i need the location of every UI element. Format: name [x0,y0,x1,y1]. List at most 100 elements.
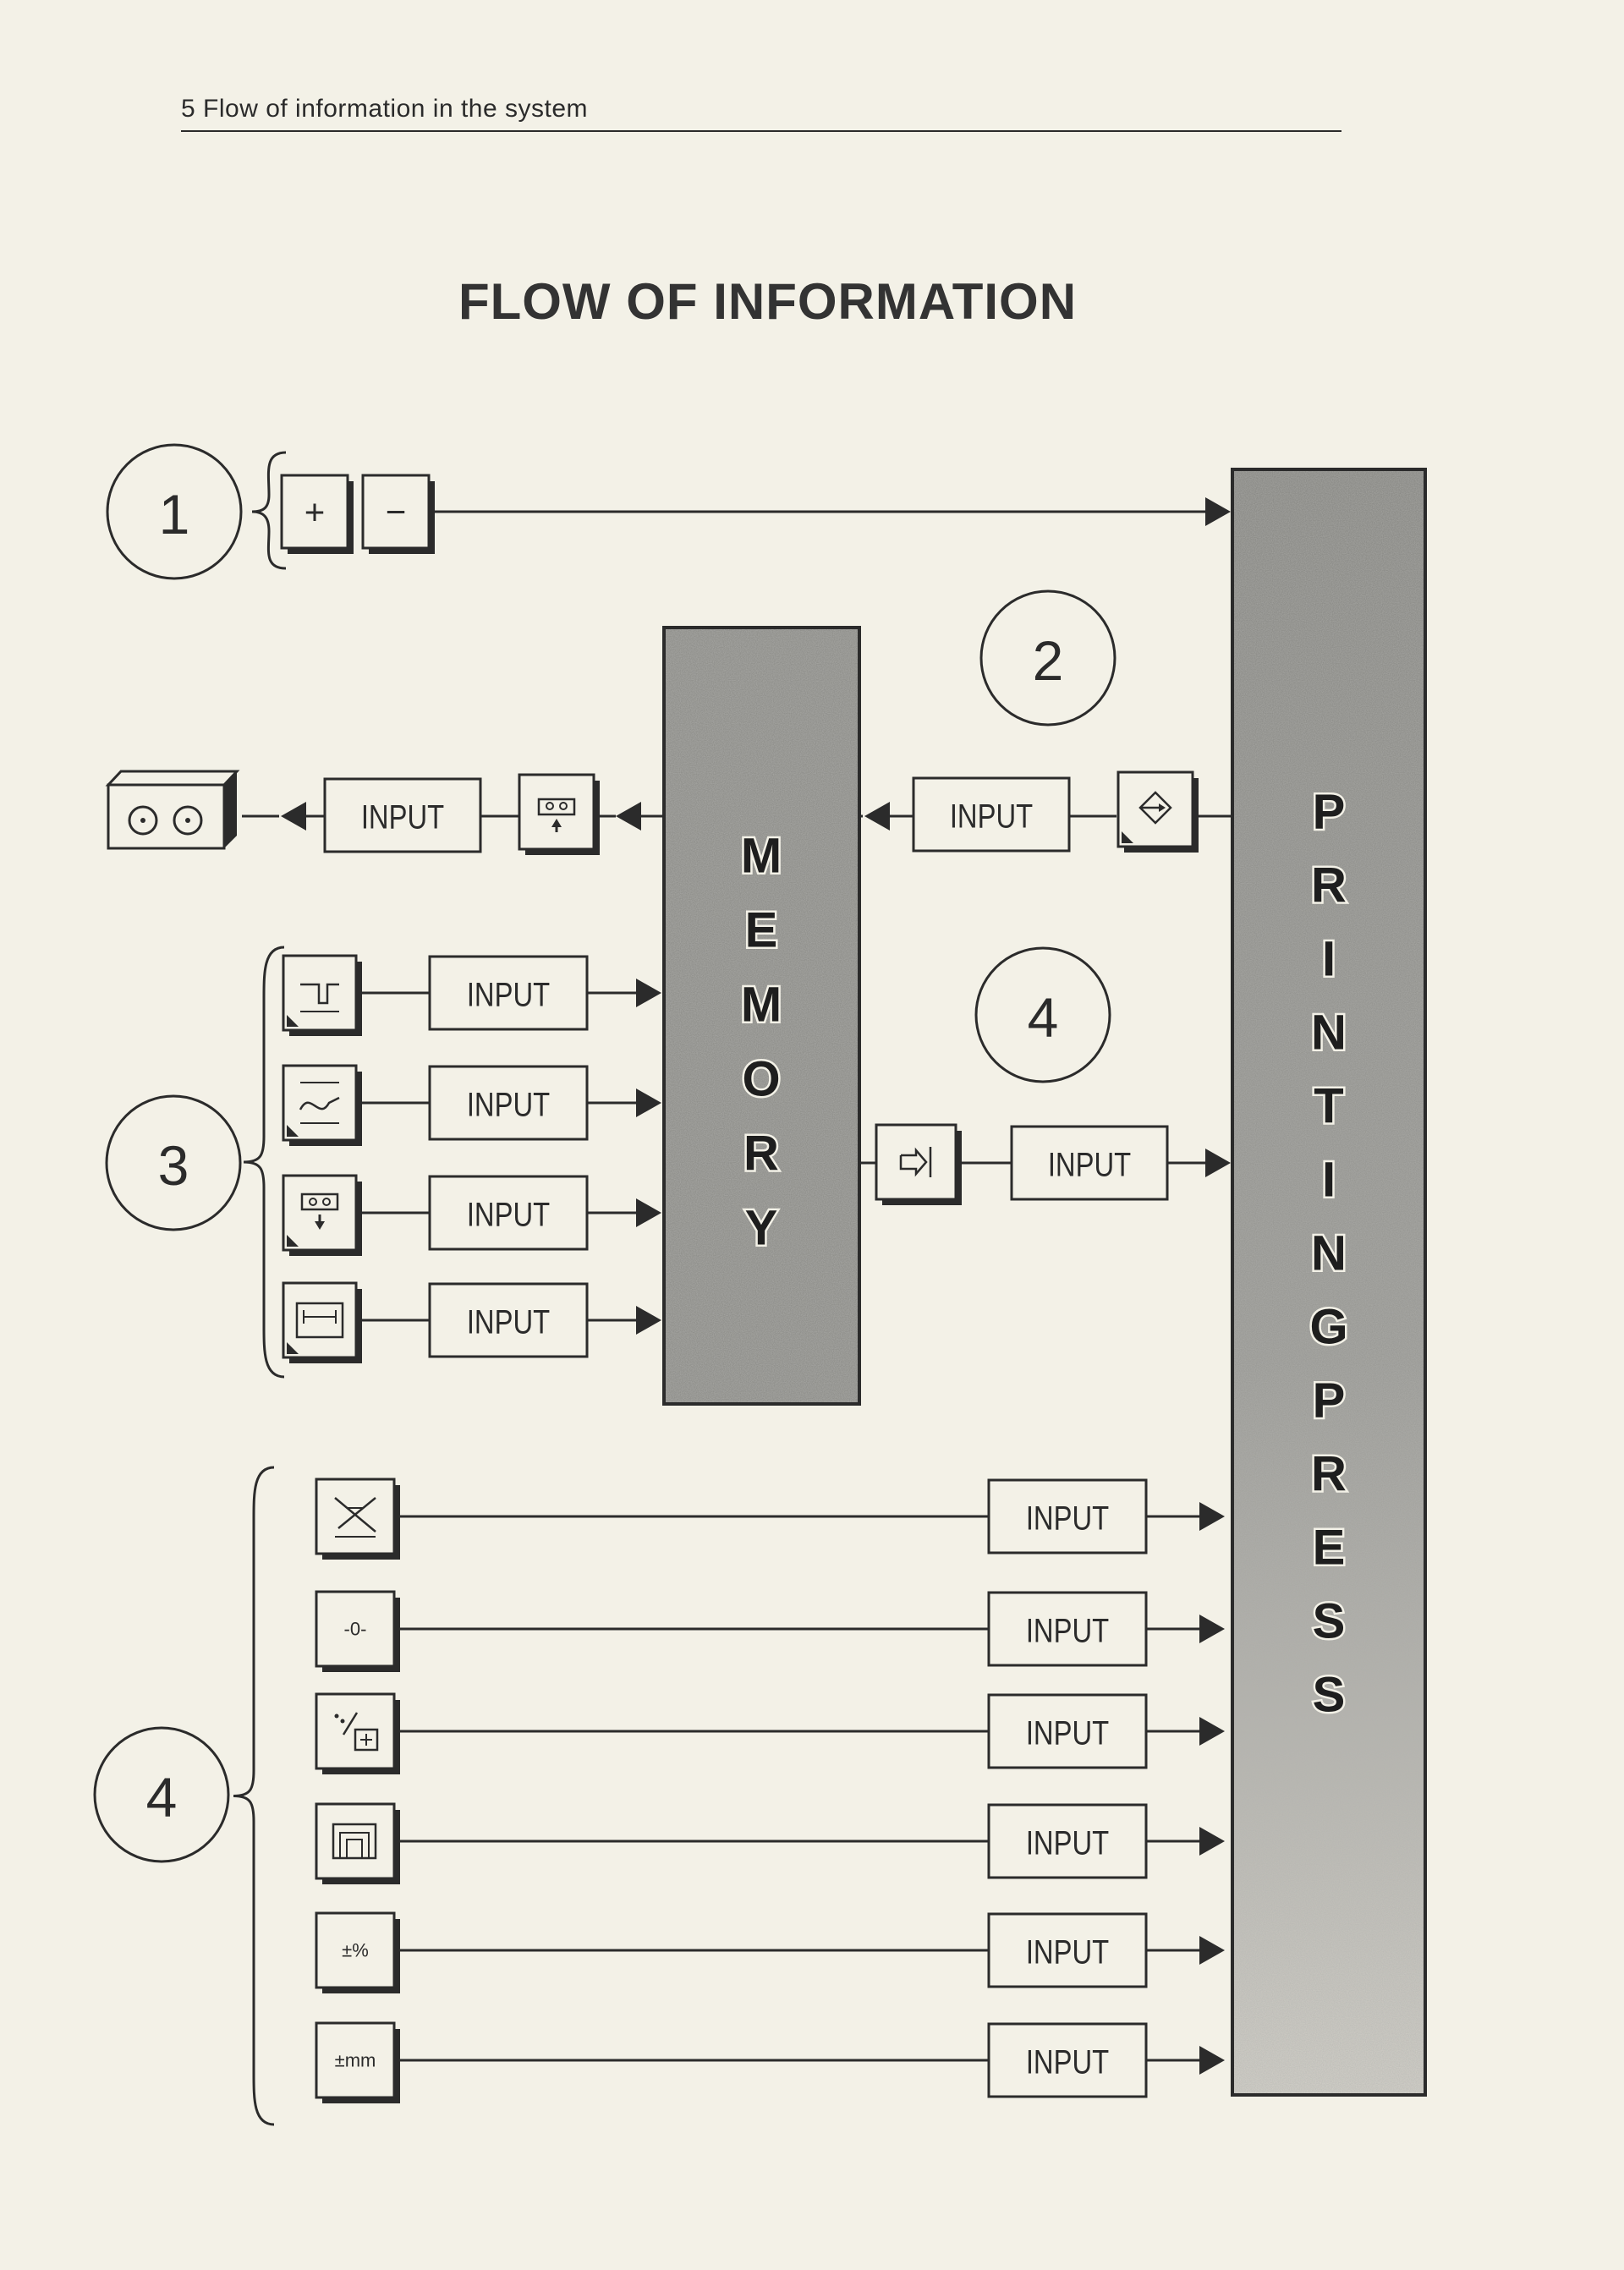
input-label: INPUT [1026,1933,1109,1971]
tape-down-icon[interactable] [282,1174,362,1256]
percent-icon[interactable]: ±% [315,1911,400,1993]
input-box [428,1175,589,1251]
group-4-input-block: INPUT [987,1591,1148,1667]
fraction-glyph [354,1728,379,1752]
tape-glyph [322,1198,331,1206]
out-glyph [899,1147,928,1177]
vertical-letter: T [1314,1079,1343,1134]
vertical-letter: E [1313,1521,1346,1576]
memory-out-icon[interactable] [875,1123,962,1205]
noink-glyph [337,1497,376,1529]
profile-icon[interactable] [282,954,362,1036]
read-input-block: INPUT [912,776,1071,853]
zero-icon[interactable]: -0- [315,1590,400,1672]
group-4-brace [233,1466,275,2126]
vertical-letter: M [741,978,782,1033]
vertical-letter: O [742,1052,780,1107]
plus-key-icon[interactable]: + [280,474,354,554]
corner-mark [287,1015,299,1027]
input-box [987,2022,1148,2098]
input-label: INPUT [1026,1714,1109,1752]
group-4-lower-marker: 4 [93,1726,230,1863]
cassette-hub [140,818,145,823]
mm-icon[interactable]: ±mm [315,2021,400,2103]
group-1-marker: 1 [106,443,243,580]
group-3-arrow [636,1306,661,1335]
corner-mark [287,1235,299,1247]
group-circle [93,1726,230,1863]
input-box [987,1693,1148,1769]
group-number: 4 [1028,986,1059,1049]
vertical-letter: E [745,903,778,958]
key-face [315,1590,396,1668]
width-icon[interactable] [282,1281,362,1363]
group-4-arrow [1199,1502,1225,1531]
section-header: 5 Flow of information in the system [181,95,589,123]
tape-glyph [559,802,568,810]
printing-press-block [1231,468,1427,2097]
cassette-drive-icon[interactable] [105,770,240,850]
press-grain [1232,469,1425,2095]
group-number: 4 [146,1766,178,1829]
input-label: INPUT [1026,1500,1109,1538]
group-3-marker: 3 [105,1094,242,1231]
press-read-icon[interactable] [1116,770,1199,853]
key-face [518,773,595,851]
group-circle [105,1094,242,1231]
cassette-side [224,771,237,848]
header-rule [181,130,1341,132]
input-box [1010,1125,1169,1201]
vertical-letter: P [1313,785,1346,840]
group-4-arrow [1199,1827,1225,1856]
percent-key-label: ±% [342,1940,369,1961]
group-circle [974,946,1111,1083]
store-input-block: INPUT [323,777,482,853]
fraction-icon[interactable] [315,1692,400,1774]
minus-key-label: − [386,492,407,532]
vertical-letter: N [1311,1226,1347,1281]
store-arrow-1 [281,802,306,831]
cassette-face [107,783,226,850]
curve-icon[interactable] [282,1064,362,1146]
group-3-input-block: INPUT [428,1065,589,1141]
vertical-letter: R [743,1127,779,1182]
vertical-letter: R [1311,858,1347,913]
fraction-glyph [340,1719,345,1724]
format-icon[interactable] [315,1802,400,1884]
input-box [987,1803,1148,1879]
key-face [280,474,349,550]
input-box [428,955,589,1031]
group-1-arrow [1205,497,1231,526]
input-label: INPUT [1026,1824,1109,1862]
memory-block [662,626,861,1406]
key-face [315,1478,396,1555]
group-4-input-block: INPUT [987,2022,1148,2098]
group-3-arrow [636,1198,661,1227]
tape-glyph [309,1198,317,1206]
output-input-block: INPUT [1010,1125,1169,1201]
input-label: INPUT [467,1086,550,1124]
no-ink-icon[interactable] [315,1478,400,1560]
press-border [1231,468,1427,2097]
input-label: INPUT [1026,1612,1109,1650]
output-arrow [1205,1149,1231,1177]
group-1-brace [251,451,287,570]
input-label: INPUT [1026,2043,1109,2081]
fraction-glyph [334,1713,339,1719]
vertical-letter: S [1313,1668,1346,1723]
input-box [912,776,1071,853]
zero-key-label: -0- [344,1619,367,1640]
group-circle [106,443,243,580]
page-title: FLOW OF INFORMATION [458,273,1078,330]
corner-mark [1122,831,1133,843]
cassette-reel [173,805,203,836]
group-3-input-block: INPUT [428,1175,589,1251]
tape-up-icon[interactable] [518,773,600,855]
group-number: 1 [159,483,190,546]
key-face [1116,770,1194,848]
vertical-letter: I [1322,932,1336,987]
minus-key-icon[interactable]: − [361,474,435,554]
tape-glyph [546,802,554,810]
